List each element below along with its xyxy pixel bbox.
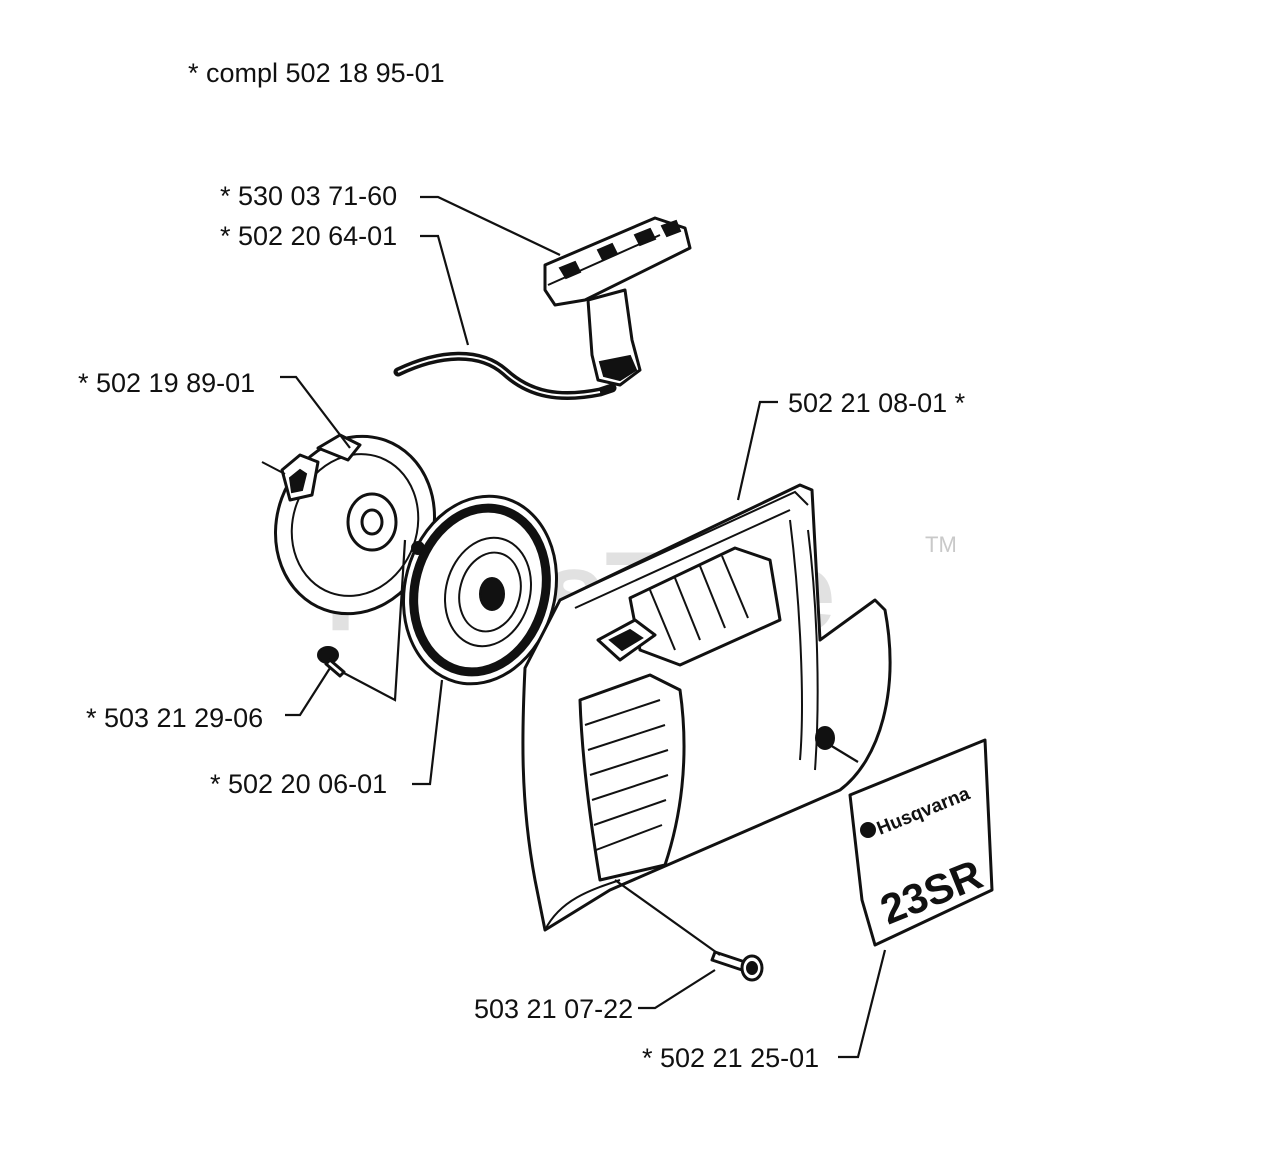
leader-lines (280, 195, 887, 1059)
screw-small[interactable] (317, 646, 346, 678)
label-cover: 502 21 08-01 * (788, 388, 966, 418)
watermark-tm: TM (925, 532, 957, 557)
starter-cover[interactable] (521, 483, 892, 932)
label-rope: * 502 20 64-01 (220, 221, 397, 251)
label-pulley: * 502 19 89-01 (78, 368, 255, 398)
screw-cover[interactable] (710, 950, 764, 982)
label-screw-small: * 503 21 29-06 (86, 703, 263, 733)
label-spring: * 502 20 06-01 (210, 769, 387, 799)
label-compl: * compl 502 18 95-01 (188, 58, 445, 88)
label-decal: * 502 21 25-01 (642, 1043, 819, 1073)
recoil-spring[interactable] (383, 479, 577, 701)
label-handle: * 530 03 71-60 (220, 181, 397, 211)
starter-handle[interactable] (393, 216, 692, 401)
label-screw-cover: 503 21 07-22 (474, 994, 633, 1024)
decal[interactable]: Husqvarna 23SR (848, 738, 994, 947)
